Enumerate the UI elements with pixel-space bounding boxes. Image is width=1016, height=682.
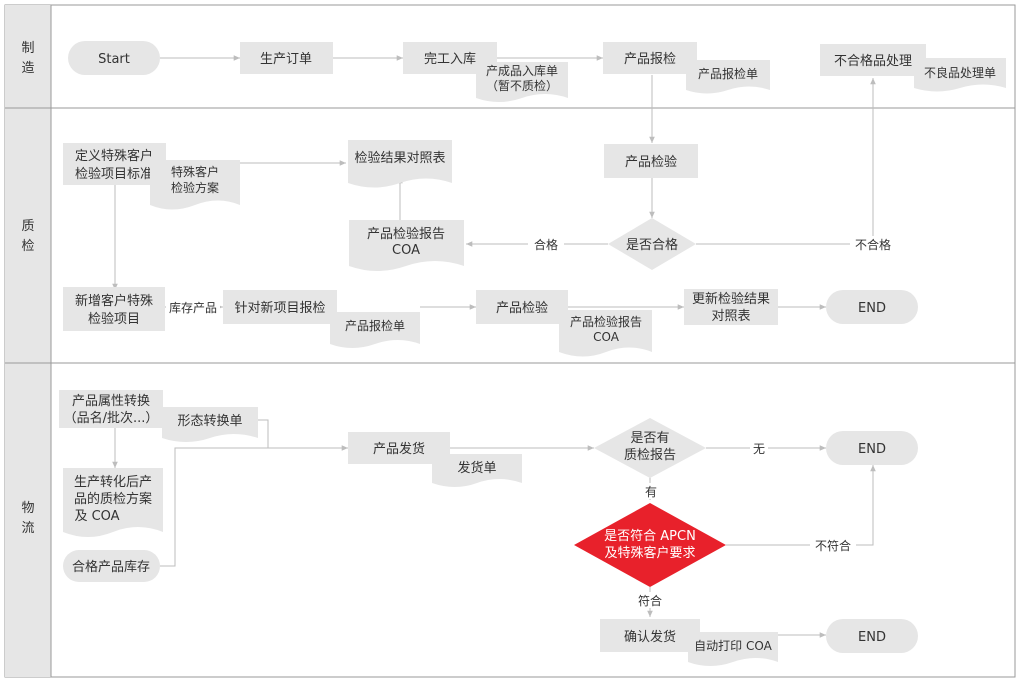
node-start[interactable]: Start bbox=[68, 41, 160, 75]
decision-highlight-shape bbox=[574, 503, 726, 587]
node-label-line: 检验项目 bbox=[88, 311, 140, 327]
lane-label-quality: 质 检 bbox=[21, 219, 34, 254]
node-label: 产品报检 bbox=[624, 52, 676, 67]
lane-label-line: 物 bbox=[21, 501, 34, 516]
node-label-line: 是否有 bbox=[630, 431, 669, 446]
node-product-inspection-request[interactable]: 产品报检 bbox=[603, 42, 697, 74]
node-label-line: 是否符合 APCN bbox=[604, 528, 696, 544]
node-label-line: 定义特殊客户 bbox=[75, 148, 153, 164]
doc-label: 形态转换单 bbox=[177, 414, 242, 429]
doc-label: 产品报检单 bbox=[698, 66, 758, 81]
node-update-result-table[interactable]: 更新检验结果 对照表 bbox=[684, 289, 778, 325]
decision-has-report[interactable]: 是否有 质检报告 bbox=[594, 418, 706, 478]
doc-label-line: 检验方案 bbox=[171, 180, 219, 195]
doc-shipping[interactable]: 发货单 bbox=[432, 454, 522, 487]
doc-inspection-request-2[interactable]: 产品报检单 bbox=[330, 312, 420, 348]
lane-label-line: 检 bbox=[21, 239, 34, 254]
node-label: 不合格品处理 bbox=[834, 53, 912, 69]
node-label-line: （品名/批次...） bbox=[64, 410, 159, 426]
node-define-customer-standard[interactable]: 定义特殊客户 检验项目标准 bbox=[63, 143, 166, 185]
node-production-order[interactable]: 生产订单 bbox=[240, 42, 333, 74]
edge-label-unqualified: 不合格 bbox=[855, 237, 891, 252]
node-label-line: 质检报告 bbox=[624, 448, 676, 463]
node-label: END bbox=[858, 442, 886, 457]
node-label: 完工入库 bbox=[424, 51, 476, 67]
doc-post-conversion-plan[interactable]: 生产转化后产 品的质检方案 及 COA bbox=[63, 468, 163, 537]
node-label: 产品发货 bbox=[373, 441, 425, 457]
edge-labels: 合格 不合格 库存产品 无 有 不符合 符合 bbox=[166, 236, 896, 608]
node-label-line: 产品属性转换 bbox=[72, 394, 150, 409]
node-label-line: 对照表 bbox=[711, 309, 750, 324]
doc-label-line: 品的质检方案 bbox=[74, 491, 152, 507]
node-attribute-conversion[interactable]: 产品属性转换 （品名/批次...） bbox=[59, 390, 163, 428]
doc-label-line: COA bbox=[593, 330, 620, 344]
node-product-inspection[interactable]: 产品检验 bbox=[604, 144, 698, 178]
edge-label-inventory-product: 库存产品 bbox=[169, 300, 217, 315]
node-label: 确认发货 bbox=[624, 629, 676, 645]
lane-label-line: 流 bbox=[21, 521, 34, 536]
swimlane-frame bbox=[4, 4, 1016, 678]
node-label: 产品检验 bbox=[496, 300, 548, 316]
node-label: 针对新项目报检 bbox=[234, 300, 325, 316]
node-label-line: 更新检验结果 bbox=[692, 291, 770, 307]
lane-label-line: 质 bbox=[21, 219, 34, 234]
edge-label-not-conform: 不符合 bbox=[815, 538, 851, 553]
edge-label-has: 有 bbox=[645, 485, 657, 499]
doc-label-line: 特殊客户 bbox=[171, 164, 219, 179]
node-label-line: 检验项目标准 bbox=[75, 166, 153, 182]
node-qualified-inventory[interactable]: 合格产品库存 bbox=[63, 550, 160, 582]
node-product-inspection-2[interactable]: 产品检验 bbox=[476, 290, 568, 324]
doc-customer-plan[interactable]: 特殊客户 检验方案 bbox=[150, 160, 240, 210]
doc-form-conversion[interactable]: 形态转换单 bbox=[162, 407, 258, 442]
doc-label: 自动打印 COA bbox=[694, 639, 772, 653]
node-label-line: 新增客户特殊 bbox=[75, 293, 153, 309]
node-confirm-shipping[interactable]: 确认发货 bbox=[600, 619, 700, 652]
decision-apcn-check[interactable]: 是否符合 APCN 及特殊客户要求 bbox=[574, 503, 726, 587]
node-label: END bbox=[858, 630, 886, 645]
doc-inspection-report-coa-2[interactable]: 产品检验报告 COA bbox=[559, 310, 652, 357]
edge-label-conform: 符合 bbox=[638, 593, 662, 608]
edge-label-qualified: 合格 bbox=[534, 237, 558, 252]
doc-label: 不良品处理单 bbox=[924, 65, 996, 80]
node-label: END bbox=[858, 301, 886, 316]
doc-label: 发货单 bbox=[457, 460, 496, 476]
node-label: Start bbox=[98, 52, 130, 67]
node-new-customer-items[interactable]: 新增客户特殊 检验项目 bbox=[63, 287, 165, 331]
lane-label-line: 制 bbox=[21, 41, 34, 56]
node-end-logistics-2[interactable]: END bbox=[826, 619, 918, 653]
doc-finished-storage[interactable]: 产成品入库单 （暂不质检） bbox=[476, 62, 568, 102]
doc-auto-print-coa[interactable]: 自动打印 COA bbox=[688, 632, 778, 666]
connector bbox=[160, 447, 348, 567]
doc-label-line: （暂不质检） bbox=[486, 78, 558, 93]
decision-is-qualified[interactable]: 是否合格 bbox=[608, 218, 696, 270]
connector bbox=[726, 465, 876, 546]
connectors bbox=[112, 55, 876, 638]
doc-label-line: COA bbox=[392, 243, 420, 258]
doc-label-line: 产成品入库单 bbox=[486, 63, 558, 78]
edge-label-none: 无 bbox=[753, 442, 765, 456]
node-end-logistics-1[interactable]: END bbox=[826, 431, 918, 465]
lane-label-manufacturing: 制 造 bbox=[21, 41, 34, 76]
doc-label-line: 产品检验报告 bbox=[570, 314, 642, 329]
doc-label-line: 及 COA bbox=[74, 509, 119, 524]
doc-label: 检验结果对照表 bbox=[354, 150, 445, 166]
doc-label-line: 产品检验报告 bbox=[367, 226, 445, 242]
node-label: 是否合格 bbox=[626, 237, 678, 253]
node-end-quality[interactable]: END bbox=[826, 290, 918, 324]
lane-label-line: 造 bbox=[21, 61, 34, 76]
doc-result-table[interactable]: 检验结果对照表 bbox=[348, 140, 452, 188]
node-label: 产品检验 bbox=[625, 154, 677, 170]
doc-defect-handling[interactable]: 不良品处理单 bbox=[914, 58, 1006, 92]
node-new-item-inspection-request[interactable]: 针对新项目报检 bbox=[223, 290, 337, 324]
doc-inspection-report-coa[interactable]: 产品检验报告 COA bbox=[349, 220, 464, 271]
node-label: 生产订单 bbox=[260, 52, 312, 67]
doc-label-line: 生产转化后产 bbox=[74, 475, 152, 490]
node-label: 合格产品库存 bbox=[72, 559, 150, 575]
node-label-line: 及特殊客户要求 bbox=[604, 545, 695, 561]
doc-label: 产品报检单 bbox=[345, 318, 405, 333]
node-nonconforming-handling[interactable]: 不合格品处理 bbox=[820, 44, 926, 76]
lane-label-logistics: 物 流 bbox=[21, 501, 34, 536]
doc-product-inspection-request[interactable]: 产品报检单 bbox=[686, 60, 770, 94]
